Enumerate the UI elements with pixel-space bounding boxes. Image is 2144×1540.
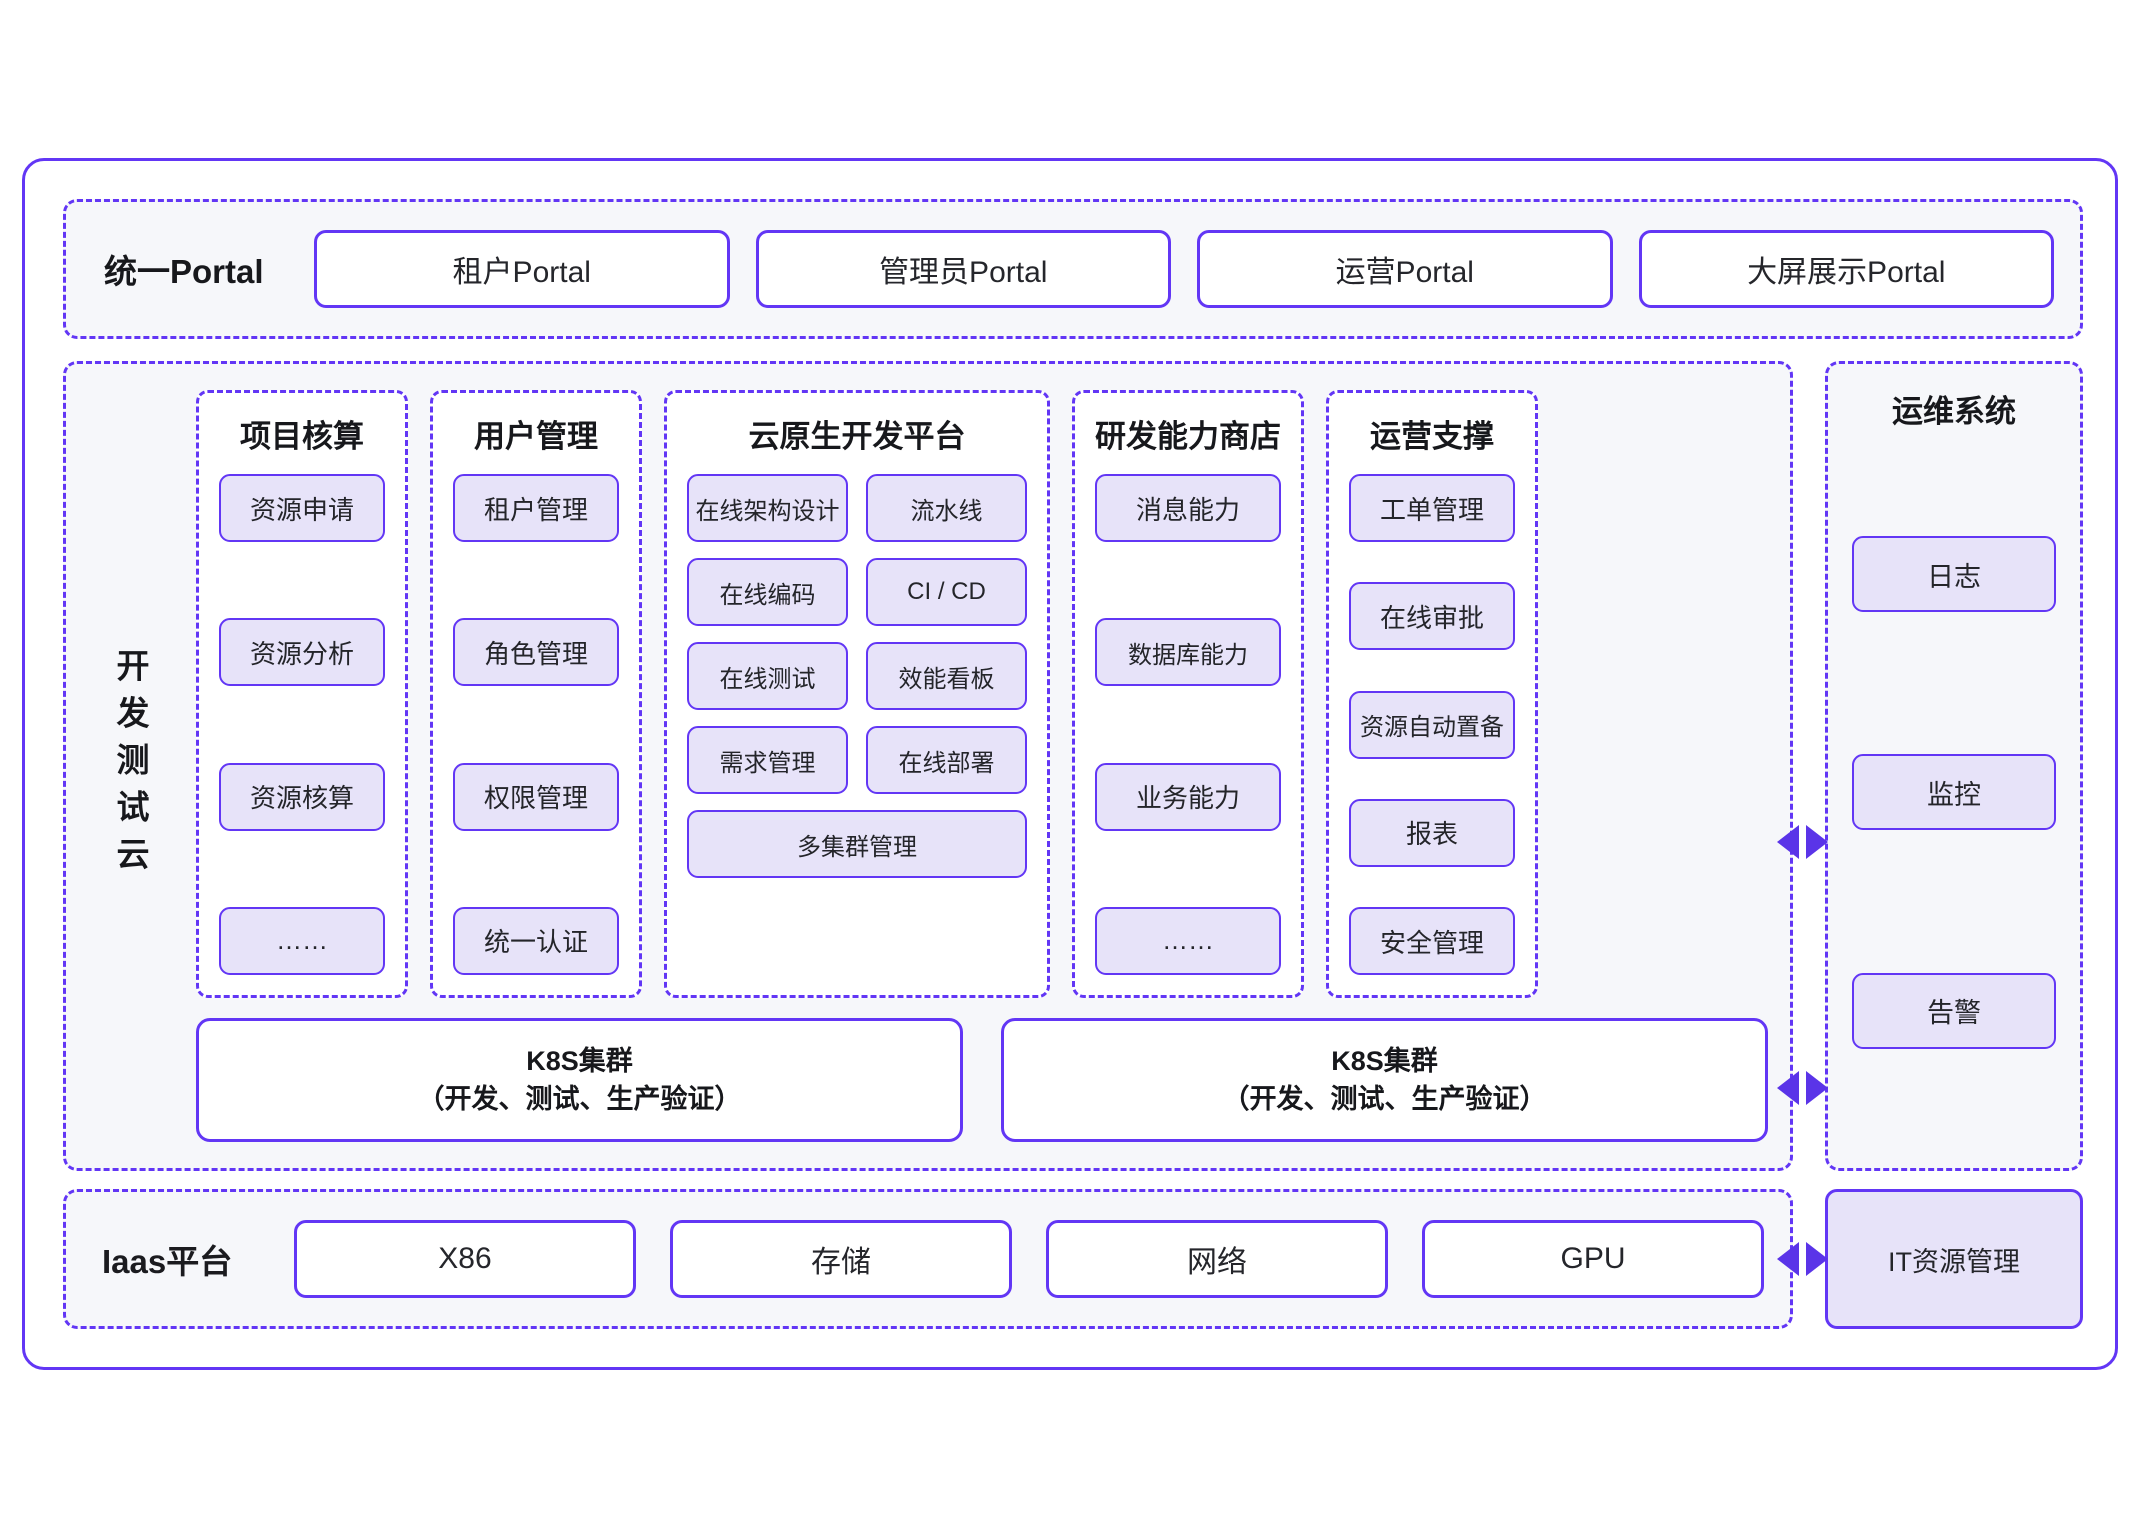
chip-unified-authentication[interactable]: 统一认证 xyxy=(453,906,619,975)
arrow-right-icon xyxy=(1806,1071,1828,1105)
column-title-operation-support: 运营支撑 xyxy=(1370,419,1494,454)
column-operation-support: 运营支撑 工单管理 在线审批 资源自动置备 报表 安全管理 xyxy=(1326,390,1538,998)
arrow-right-icon xyxy=(1806,1242,1828,1276)
iaas-item-gpu[interactable]: GPU xyxy=(1422,1220,1764,1298)
portal-item-admin[interactable]: 管理员Portal xyxy=(755,230,1171,308)
ops-system-title: 运维系统 xyxy=(1892,394,2016,429)
arrow-right-icon xyxy=(1806,825,1828,859)
chip-more-accounting[interactable]: …… xyxy=(219,906,385,975)
column-items-operation-support: 工单管理 在线审批 资源自动置备 报表 安全管理 xyxy=(1349,474,1515,975)
iaas-item-x86[interactable]: X86 xyxy=(294,1220,636,1298)
column-items-cloud-native-platform: 在线架构设计 流水线 在线编码 CI / CD 在线测试 效能看板 需求管理 在… xyxy=(687,474,1027,975)
chip-resource-accounting[interactable]: 资源核算 xyxy=(219,762,385,831)
iaas-item-network[interactable]: 网络 xyxy=(1046,1220,1388,1298)
arrow-left-icon xyxy=(1777,1242,1799,1276)
architecture-diagram-frame: 统一Portal 租户Portal 管理员Portal 运营Portal 大屏展… xyxy=(22,158,2118,1370)
chip-online-deployment[interactable]: 在线部署 xyxy=(866,726,1027,794)
column-title-project-accounting: 项目核算 xyxy=(240,419,364,454)
chip-resource-application[interactable]: 资源申请 xyxy=(219,474,385,542)
chip-permission-management[interactable]: 权限管理 xyxy=(453,762,619,831)
k8s-cluster-title-1: K8S集群 xyxy=(526,1045,633,1076)
column-items-capability-store: 消息能力 数据库能力 业务能力 …… xyxy=(1095,474,1281,975)
column-title-capability-store: 研发能力商店 xyxy=(1095,419,1281,454)
iaas-item-storage[interactable]: 存储 xyxy=(670,1220,1012,1298)
column-items-project-accounting: 资源申请 资源分析 资源核算 …… xyxy=(219,474,385,975)
chip-efficiency-dashboard[interactable]: 效能看板 xyxy=(866,642,1027,710)
chip-database-capability[interactable]: 数据库能力 xyxy=(1095,618,1281,687)
chip-ticket-management[interactable]: 工单管理 xyxy=(1349,474,1515,542)
portal-item-operations[interactable]: 运营Portal xyxy=(1197,230,1613,308)
k8s-cluster-title-2: K8S集群 xyxy=(1331,1045,1438,1076)
chip-business-capability[interactable]: 业务能力 xyxy=(1095,762,1281,831)
capability-columns: 项目核算 资源申请 资源分析 资源核算 …… 用户管理 租户管理 角色管理 权限… xyxy=(196,390,1768,998)
chip-ci-cd[interactable]: CI / CD xyxy=(866,558,1027,626)
chip-message-capability[interactable]: 消息能力 xyxy=(1095,474,1281,542)
ops-system-section: 运维系统 日志 监控 告警 xyxy=(1825,361,2083,1171)
k8s-cluster-subtitle-2: （开发、测试、生产验证） xyxy=(1222,1084,1547,1114)
dev-test-cloud-label: 开发测试云 xyxy=(112,648,149,884)
portal-section-label: 统一Portal xyxy=(104,253,264,290)
chip-alarm[interactable]: 告警 xyxy=(1852,972,2056,1049)
chip-monitoring[interactable]: 监控 xyxy=(1852,754,2056,831)
arrow-left-icon xyxy=(1777,825,1799,859)
connector-arrows-ops-lower xyxy=(1777,1071,1828,1105)
chip-online-approval[interactable]: 在线审批 xyxy=(1349,582,1515,651)
column-title-user-management: 用户管理 xyxy=(474,419,598,454)
chip-online-testing[interactable]: 在线测试 xyxy=(687,642,848,710)
ops-system-items: 日志 监控 告警 xyxy=(1852,465,2056,1146)
chip-automatic-resource-provisioning[interactable]: 资源自动置备 xyxy=(1349,690,1515,759)
it-resource-management-box[interactable]: IT资源管理 xyxy=(1825,1189,2083,1329)
column-project-accounting: 项目核算 资源申请 资源分析 资源核算 …… xyxy=(196,390,408,998)
portal-section: 统一Portal 租户Portal 管理员Portal 运营Portal 大屏展… xyxy=(63,199,2083,339)
chip-tenant-management[interactable]: 租户管理 xyxy=(453,474,619,542)
iaas-section: Iaas平台 X86 存储 网络 GPU xyxy=(63,1189,1793,1329)
column-capability-store: 研发能力商店 消息能力 数据库能力 业务能力 …… xyxy=(1072,390,1304,998)
chip-resource-analysis[interactable]: 资源分析 xyxy=(219,618,385,687)
connector-arrows-iaas xyxy=(1777,1242,1828,1276)
iaas-section-label: Iaas平台 xyxy=(102,1243,233,1280)
column-title-cloud-native-platform: 云原生开发平台 xyxy=(748,419,966,454)
chip-role-management[interactable]: 角色管理 xyxy=(453,618,619,687)
chip-report[interactable]: 报表 xyxy=(1349,798,1515,867)
connector-arrows-ops-upper xyxy=(1777,825,1828,859)
chip-security-management[interactable]: 安全管理 xyxy=(1349,907,1515,975)
portal-item-bigscreen[interactable]: 大屏展示Portal xyxy=(1638,230,2054,308)
dev-test-cloud-section: 开发测试云 项目核算 资源申请 资源分析 资源核算 …… 用户管理 租户管理 角… xyxy=(63,361,1793,1171)
arrow-left-icon xyxy=(1777,1071,1799,1105)
chip-more-capability[interactable]: …… xyxy=(1095,906,1281,975)
it-resource-management-label: IT资源管理 xyxy=(1888,1246,2020,1277)
k8s-cluster-box-2[interactable]: K8S集群 （开发、测试、生产验证） xyxy=(1001,1018,1768,1142)
k8s-cluster-row: K8S集群 （开发、测试、生产验证） K8S集群 （开发、测试、生产验证） xyxy=(196,1018,1768,1142)
k8s-cluster-box-1[interactable]: K8S集群 （开发、测试、生产验证） xyxy=(196,1018,963,1142)
portal-item-tenant[interactable]: 租户Portal xyxy=(314,230,730,308)
column-cloud-native-platform: 云原生开发平台 在线架构设计 流水线 在线编码 CI / CD 在线测试 效能看… xyxy=(664,390,1050,998)
chip-pipeline[interactable]: 流水线 xyxy=(866,474,1027,542)
k8s-cluster-subtitle-1: （开发、测试、生产验证） xyxy=(417,1084,742,1114)
chip-multi-cluster-management[interactable]: 多集群管理 xyxy=(687,810,1027,878)
column-user-management: 用户管理 租户管理 角色管理 权限管理 统一认证 xyxy=(430,390,642,998)
chip-online-architecture-design[interactable]: 在线架构设计 xyxy=(687,474,848,542)
chip-requirement-management[interactable]: 需求管理 xyxy=(687,726,848,794)
column-items-user-management: 租户管理 角色管理 权限管理 统一认证 xyxy=(453,474,619,975)
cloud-native-grid: 在线架构设计 流水线 在线编码 CI / CD 在线测试 效能看板 需求管理 在… xyxy=(687,474,1027,878)
chip-log[interactable]: 日志 xyxy=(1852,536,2056,613)
chip-online-coding[interactable]: 在线编码 xyxy=(687,558,848,626)
